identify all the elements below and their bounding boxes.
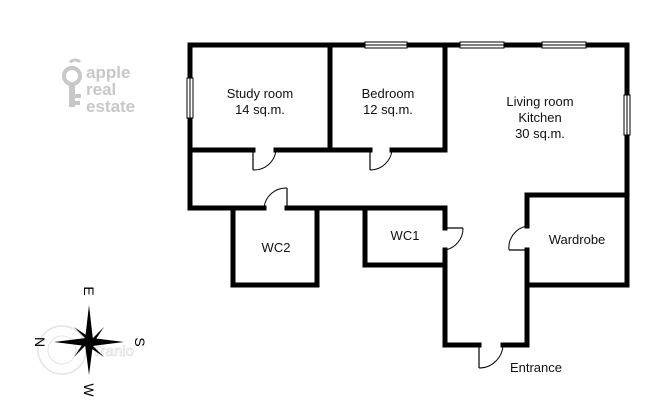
apple-logo-icon <box>62 58 82 107</box>
entrance-label: Entrance <box>510 360 562 375</box>
door-entrance <box>478 344 504 369</box>
door-wardrobe <box>508 225 528 251</box>
bedroom-area: 12 sq.m. <box>363 102 413 117</box>
wardrobe-name: Wardrobe <box>549 232 606 247</box>
living-room-name: Living room <box>506 94 573 109</box>
apple-real-estate-logo: apple real estate <box>62 58 135 116</box>
door-wc2 <box>263 187 288 209</box>
living-room-area: 30 sq.m. <box>515 126 565 141</box>
wc1-name: WC1 <box>391 228 420 243</box>
door-bedroom <box>369 149 393 171</box>
watermark-text: Tranio <box>92 343 134 360</box>
interior-walls <box>187 42 630 288</box>
door-wc1 <box>444 227 464 251</box>
logo-line-real: real <box>86 80 116 99</box>
windows <box>186 41 631 136</box>
wc2-name: WC2 <box>262 240 291 255</box>
door-study <box>252 149 277 171</box>
bedroom-name: Bedroom <box>362 86 415 101</box>
room-labels: Study room 14 sq.m. Bedroom 12 sq.m. Liv… <box>227 86 606 375</box>
compass-south: S <box>132 337 148 346</box>
tranio-watermark: Tranio <box>37 325 134 375</box>
compass-west: W <box>81 383 97 397</box>
compass-north: N <box>32 337 48 347</box>
logo-line-estate: estate <box>86 97 135 116</box>
compass-east: E <box>81 286 97 295</box>
logo-line-apple: apple <box>86 63 130 82</box>
study-room-area: 14 sq.m. <box>235 102 285 117</box>
study-room-name: Study room <box>227 86 293 101</box>
kitchen-name: Kitchen <box>518 110 561 125</box>
doors <box>252 149 528 369</box>
compass-rose: E W N S <box>32 286 148 397</box>
